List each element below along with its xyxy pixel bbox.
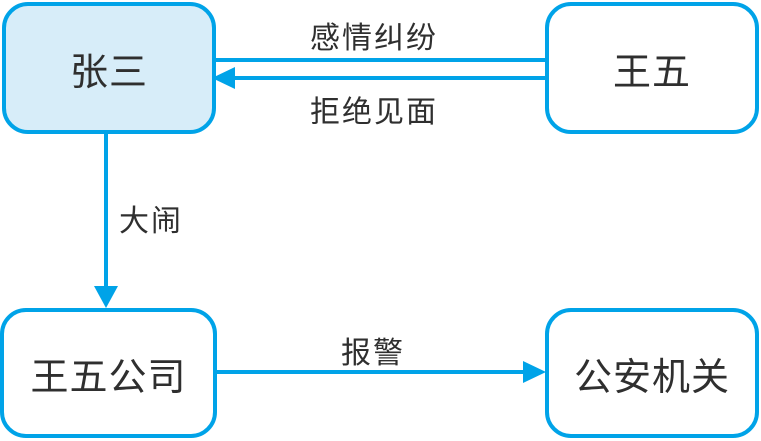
edge-baojing-line — [217, 370, 524, 374]
node-zhangsan-label: 张三 — [69, 51, 148, 94]
edge-jujue-line — [234, 76, 546, 80]
edge-jujue-label: 拒绝见面 — [310, 96, 438, 129]
node-police: 公安机关 — [545, 308, 759, 438]
edge-baojing-label: 报警 — [341, 337, 405, 370]
arrowhead-down-icon — [94, 286, 118, 308]
node-police-label: 公安机关 — [573, 356, 730, 399]
edge-ganqing-label: 感情纠纷 — [310, 22, 438, 55]
node-wangwu-label: 王五 — [612, 51, 691, 94]
edge-danao-line — [104, 134, 108, 287]
node-wangwu-company-label: 王五公司 — [30, 356, 187, 399]
arrowhead-left-icon — [212, 67, 235, 89]
node-zhangsan: 张三 — [2, 2, 216, 134]
edge-danao-label: 大闹 — [119, 205, 183, 238]
node-wangwu: 王五 — [545, 2, 759, 134]
node-wangwu-company: 王五公司 — [0, 308, 217, 438]
edge-ganqing-line — [216, 58, 546, 62]
arrowhead-right-icon — [523, 361, 546, 383]
